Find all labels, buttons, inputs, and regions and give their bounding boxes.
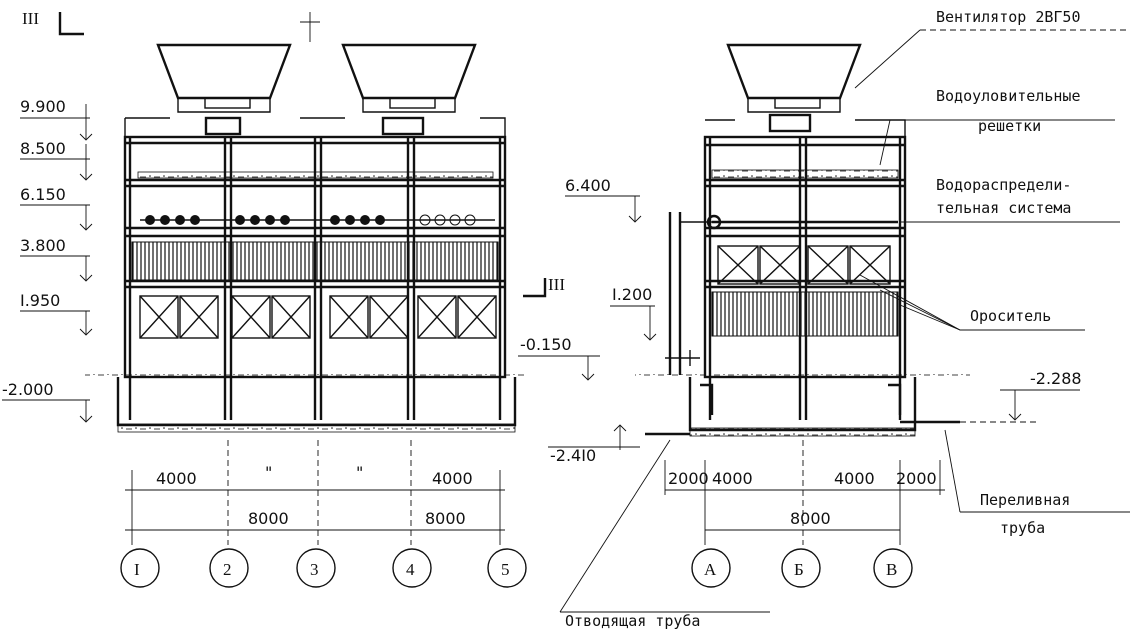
callout-outlet: Отводящая труба bbox=[565, 612, 700, 630]
dim-text: 8000 bbox=[790, 509, 831, 528]
fan-shroud-right bbox=[341, 43, 477, 136]
dim-text: 4000 bbox=[834, 469, 875, 488]
axis-label: Б bbox=[794, 560, 804, 579]
fill-blocks bbox=[139, 295, 497, 339]
fan-shroud-left bbox=[156, 43, 292, 136]
columns bbox=[128, 137, 502, 420]
dim-text: 8000 bbox=[425, 509, 466, 528]
axis-label: А bbox=[704, 560, 717, 579]
callout-overflow: труба bbox=[1000, 519, 1045, 537]
section-mark-arrow bbox=[58, 12, 84, 36]
basin-floor bbox=[689, 427, 916, 437]
axis-bubbles-left: I 2 3 4 5 bbox=[120, 548, 527, 588]
callout-fan: Вентилятор 2ВГ50 bbox=[936, 8, 1081, 26]
left-elevation-view: III bbox=[2, 9, 527, 588]
elevation-label: I.950 bbox=[20, 291, 60, 310]
elevation-label: 8.500 bbox=[20, 139, 66, 158]
section-cut-mark bbox=[300, 12, 320, 42]
section-mark-2: III bbox=[523, 275, 565, 298]
distribution-nozzles bbox=[140, 214, 495, 226]
callouts: Вентилятор 2ВГ50 Водоуловительные решетк… bbox=[559, 8, 1130, 630]
dim-text: " bbox=[265, 463, 272, 482]
elevation-label: -2.4I0 bbox=[550, 446, 596, 465]
basin bbox=[116, 377, 517, 427]
elevation-label: 3.800 bbox=[20, 236, 66, 255]
elevation-markers-left: 9.900 8.500 6.150 3.800 I.950 -2.000 bbox=[2, 97, 93, 423]
dim-text: 8000 bbox=[248, 509, 289, 528]
outlet-pipes bbox=[645, 420, 960, 436]
callout-eliminator: решетки bbox=[978, 117, 1041, 135]
axis-label: I bbox=[134, 560, 140, 579]
elevation-markers-mid: -0.150 -2.4I0 bbox=[518, 335, 640, 465]
valve bbox=[665, 350, 700, 366]
axis-label: 2 bbox=[223, 560, 232, 579]
elevation-markers-right: 6.400 I.200 -2.288 bbox=[565, 176, 1082, 423]
elevation-label: -2.000 bbox=[2, 380, 54, 399]
elevation-label: I.200 bbox=[612, 285, 652, 304]
dim-text: " bbox=[356, 463, 363, 482]
roof-railing bbox=[705, 119, 906, 137]
dimension-lines-right: 2000 4000 4000 2000 8000 bbox=[664, 440, 945, 545]
axis-label: 4 bbox=[406, 560, 415, 579]
section-mark: III bbox=[548, 275, 565, 294]
basin-floor bbox=[117, 423, 516, 433]
roof-railing bbox=[124, 117, 506, 137]
callout-eliminator: Водоуловительные bbox=[936, 87, 1081, 105]
elevation-label: -0.150 bbox=[520, 335, 572, 354]
callout-overflow: Переливная bbox=[980, 491, 1070, 509]
dim-text: 4000 bbox=[432, 469, 473, 488]
dimension-lines-left: 4000 " " 4000 8000 8000 bbox=[125, 440, 505, 545]
basin bbox=[688, 377, 917, 432]
axis-label: В bbox=[886, 560, 897, 579]
dim-text: 2000 bbox=[668, 469, 709, 488]
right-elevation-view: 6.400 I.200 -2.288 2000 4000 4000 2000 8… bbox=[565, 43, 1082, 588]
fill-blocks bbox=[717, 245, 891, 285]
callout-fill: Ороситель bbox=[970, 307, 1051, 325]
elevation-label: 9.900 bbox=[20, 97, 66, 116]
dim-text: 4000 bbox=[712, 469, 753, 488]
callout-distribution: тельная система bbox=[936, 199, 1071, 217]
elevation-label: 6.400 bbox=[565, 176, 611, 195]
riser-pipe bbox=[668, 212, 682, 375]
dim-text: 4000 bbox=[156, 469, 197, 488]
axis-label: 5 bbox=[501, 560, 510, 579]
elevation-label: -2.288 bbox=[1030, 369, 1082, 388]
callout-distribution: Водораспредели- bbox=[936, 176, 1071, 194]
elevation-label: 6.150 bbox=[20, 185, 66, 204]
section-mark: III bbox=[22, 9, 39, 28]
columns bbox=[708, 137, 902, 420]
dim-text: 2000 bbox=[896, 469, 937, 488]
ground-line bbox=[85, 374, 525, 379]
axis-label: 3 bbox=[310, 560, 319, 579]
fan-shroud-side bbox=[726, 43, 862, 133]
axis-bubbles-right: А Б В bbox=[691, 548, 913, 588]
basin-walls bbox=[700, 383, 902, 415]
ground-line bbox=[635, 374, 970, 379]
